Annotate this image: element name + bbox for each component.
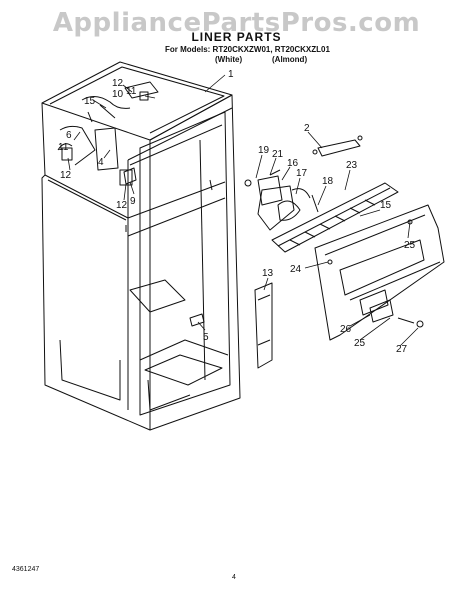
callout-26: 26 <box>340 324 352 335</box>
leader-lines <box>67 74 419 347</box>
callout-labels: 1 12 11 10 15 6 4 12 11 12 9 5 2 19 21 1… <box>58 69 416 355</box>
callout-12: 12 <box>112 78 124 89</box>
fan-motor-assembly <box>244 169 319 231</box>
callout-16: 16 <box>287 158 299 169</box>
callout-10: 10 <box>112 89 124 100</box>
callout-18: 18 <box>322 176 334 187</box>
page-number: 4 <box>232 574 236 581</box>
models-line: For Models: RT20CKXZW01, RT20CKXZL01 <box>165 45 330 54</box>
callout-12c: 12 <box>116 200 128 211</box>
callout-4: 4 <box>98 157 104 168</box>
callout-25: 25 <box>404 240 416 251</box>
callout-25b: 25 <box>354 338 366 349</box>
callout-17: 17 <box>296 168 308 179</box>
callout-11: 11 <box>126 86 137 97</box>
callout-23: 23 <box>346 160 358 171</box>
duct-part-13 <box>254 282 273 369</box>
bracket-part-2 <box>312 135 363 157</box>
small-parts <box>123 167 424 328</box>
callout-19: 19 <box>258 145 270 156</box>
callout-27: 27 <box>396 344 408 355</box>
callout-11b: 11 <box>58 142 69 153</box>
callout-12b: 12 <box>60 170 72 181</box>
back-panel-24 <box>314 204 445 341</box>
callout-13: 13 <box>262 268 274 279</box>
callout-15b: 15 <box>380 200 392 211</box>
callout-15: 15 <box>84 96 96 107</box>
callout-6: 6 <box>66 130 72 141</box>
watermark: AppliancePartsPros.com <box>52 8 421 38</box>
color-almond: (Almond) <box>272 55 308 64</box>
liner-cabinet <box>41 61 241 431</box>
diagram-title: LINER PARTS <box>191 30 282 44</box>
color-white: (White) <box>215 55 243 64</box>
callout-1: 1 <box>228 69 234 80</box>
callout-24: 24 <box>290 264 302 275</box>
top-control-parts <box>57 81 159 186</box>
callout-2: 2 <box>304 123 310 134</box>
callout-21: 21 <box>272 149 284 160</box>
callout-5: 5 <box>203 332 209 343</box>
doc-number: 4361247 <box>12 566 40 573</box>
evaporator-cover-23 <box>271 182 399 253</box>
callout-9: 9 <box>130 196 136 207</box>
